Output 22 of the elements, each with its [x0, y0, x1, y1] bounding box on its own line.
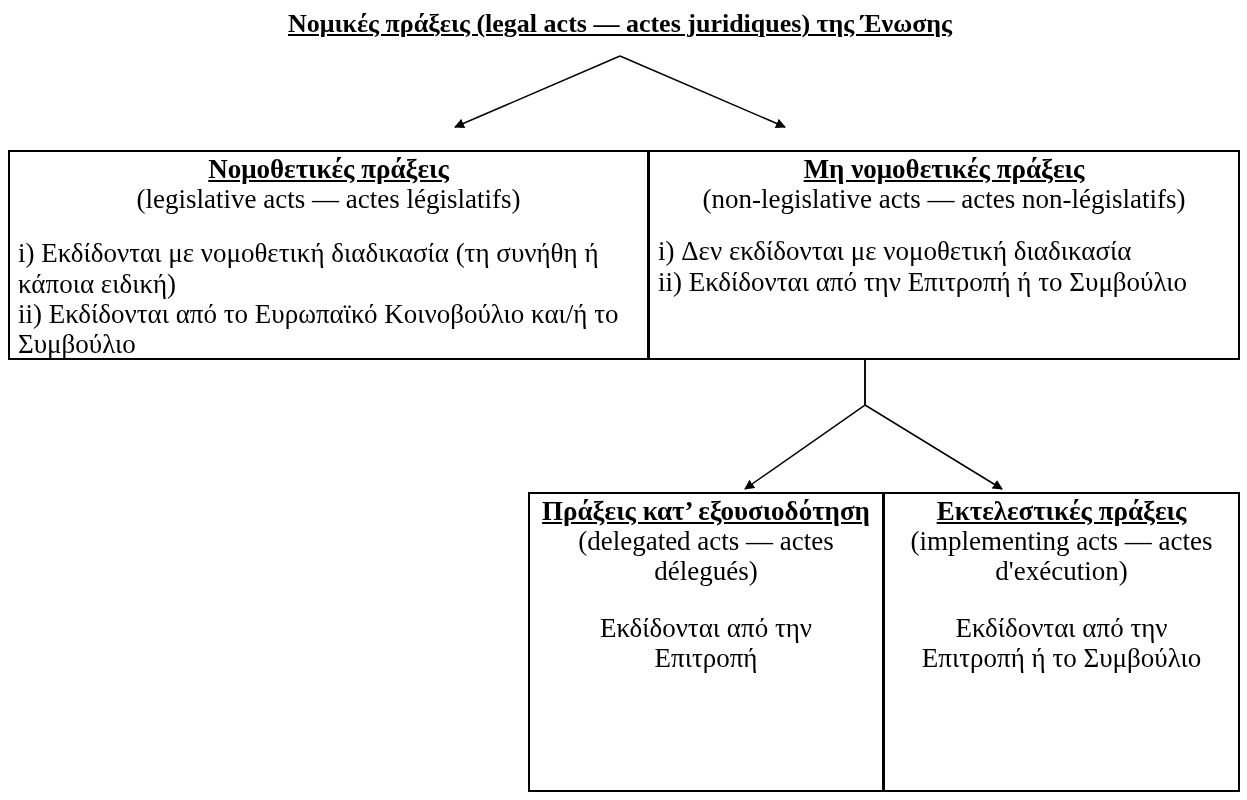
list-item: Εκδίδονται από την Επιτροπή ή το Συμβούλιο: [920, 612, 1203, 674]
cell-subtitle: (legislative acts — actes législatifs): [135, 184, 522, 215]
cell-subtitle: (non-legislative acts — actes non-législatifs): [701, 184, 1187, 215]
arrow: [619, 55, 786, 129]
cell-subtitle: (delegated acts — actes délegués): [577, 526, 835, 587]
cell-heading: Πράξεις κατ’ εξουσιοδότηση: [541, 496, 871, 527]
list-item: Εκδίδονται από την Επιτροπή: [598, 612, 814, 674]
cell-heading: Μη νομοθετικές πράξεις: [802, 154, 1086, 185]
list-item: ii) Εκδίδονται από το Ευρωπαϊκό Κοινοβούλιο και/ή το Συμβούλιο: [18, 298, 620, 360]
heading: Νομικές πράξεις (legal acts — actes juridiques) της Ένωσης: [287, 8, 953, 40]
list-item: ii) Εκδίδονται από την Επιτροπή ή το Συμβούλιο: [658, 266, 1188, 297]
table-cell: [648, 150, 1240, 360]
table-cell: [528, 492, 884, 792]
arrow: [454, 55, 621, 129]
list-item: i) Δεν εκδίδονται με νομοθετική διαδικασία: [658, 236, 1133, 267]
cell-heading: Νομοθετικές πράξεις: [207, 154, 450, 185]
table-cell: [8, 150, 649, 360]
arrow: [864, 359, 1003, 490]
table-cell: [883, 492, 1240, 792]
cell-subtitle: (implementing acts — actes d'exécution): [909, 526, 1214, 587]
cell-heading: Εκτελεστικές πράξεις: [935, 496, 1188, 527]
list-item: i) Εκδίδονται με νομοθετική διαδικασία (τη συνήθη ή κάποια ειδική): [18, 238, 600, 299]
